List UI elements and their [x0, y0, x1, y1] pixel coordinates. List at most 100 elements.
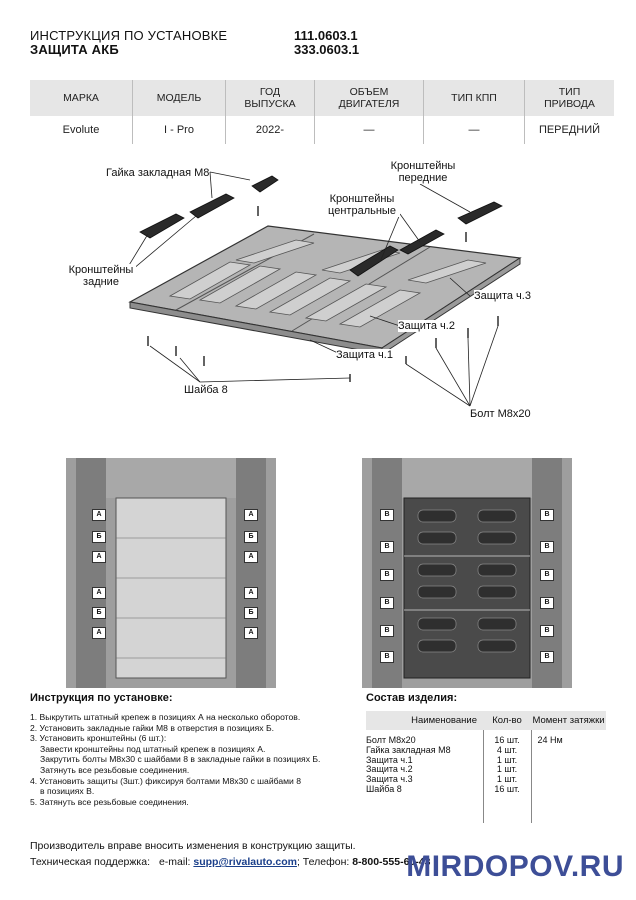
- marker-v: В: [380, 651, 394, 663]
- label-part1: Защита ч.1: [336, 349, 393, 361]
- instruction-step: 2. Установить закладные гайки М8 в отвер…: [30, 722, 275, 733]
- composition-qty: 16 шт.: [482, 784, 532, 795]
- composition-row: Гайка закладная М8 4 шт.: [366, 744, 606, 756]
- rear-bracket-right: [189, 193, 235, 219]
- label-part2: Защита ч.2: [398, 320, 455, 332]
- marker-v: В: [380, 625, 394, 637]
- composition-row: Защита ч.2 1 шт.: [366, 764, 606, 776]
- composition-table: Наименование Кол-во Момент затяжки Болт …: [366, 711, 606, 823]
- label-front-brackets: Кронштейны передние: [378, 160, 468, 184]
- marker-b: Б: [244, 531, 258, 543]
- spec-cell-year: 2022-: [225, 116, 315, 144]
- composition-row: [366, 730, 606, 736]
- exploded-assembly-diagram: [119, 171, 522, 407]
- marker-b: Б: [92, 531, 106, 543]
- support-phone: 8-800-555-60-43: [352, 856, 431, 868]
- marker-a: А: [244, 587, 258, 599]
- spec-cell-engine: —: [314, 116, 424, 144]
- front-bracket-left: [251, 175, 279, 193]
- spec-header-drive-text: ТИП ПРИВОДА: [544, 86, 595, 110]
- spec-cell-brand: Evolute: [62, 124, 100, 136]
- composition-name: Защита ч.1: [366, 754, 413, 765]
- chassis-view-right: [362, 458, 572, 688]
- spec-header-brand: МАРКА: [30, 80, 133, 116]
- product-code-2: 333.0603.1: [294, 42, 360, 57]
- spec-header-year-text: ГОД ВЫПУСКА: [244, 86, 296, 110]
- marker-v: В: [540, 541, 554, 553]
- phone-label: ; Телефон:: [296, 856, 350, 868]
- instruction-substep: Завести кронштейны под штатный крепеж в …: [40, 743, 266, 754]
- marker-a: А: [92, 509, 106, 521]
- marker-v: В: [540, 625, 554, 637]
- spec-header-drive: ТИП ПРИВОДА: [524, 80, 614, 116]
- marker-v: В: [540, 597, 554, 609]
- instructions-list: 1. Выкрутить штатный крепеж в позициях А…: [30, 712, 320, 807]
- marker-a: А: [92, 587, 106, 599]
- composition-row: Защита ч.3 1 шт.: [366, 774, 606, 785]
- doc-title-line2: ЗАЩИТА АКБ: [30, 42, 119, 57]
- spec-header-model: МОДЕЛЬ: [132, 80, 226, 116]
- email-label: e-mail:: [158, 856, 191, 868]
- product-code-1: 111.0603.1: [294, 28, 358, 43]
- instruction-step-continued: в позициях В.: [40, 786, 95, 797]
- support-label: Техническая поддержка:: [30, 856, 151, 868]
- marker-b: Б: [92, 607, 106, 619]
- composition-name: Защита ч.2: [366, 764, 413, 775]
- marker-a: А: [244, 551, 258, 563]
- composition-qty: 1 шт.: [482, 765, 532, 776]
- spec-cell-model: I - Pro: [132, 116, 226, 144]
- marker-a: А: [92, 551, 106, 563]
- marker-a: А: [244, 509, 258, 521]
- spec-row: Evolute I - Pro 2022- — — ПЕРЕДНИЙ: [30, 116, 614, 144]
- spec-cell-gearbox: —: [423, 116, 525, 144]
- instruction-step: 4. Установить защиты (3шт.) фиксируя бол…: [30, 775, 302, 786]
- doc-title-line1: ИНСТРУКЦИЯ ПО УСТАНОВКЕ: [30, 28, 228, 43]
- leader-lines: [119, 171, 499, 407]
- composition-torque: 24 Нм: [537, 735, 563, 745]
- label-bolt: Болт М8х20: [470, 408, 531, 420]
- footer-support: Техническая поддержка: e-mail: supp@riva…: [30, 856, 430, 868]
- spec-header-year: ГОД ВЫПУСКА: [225, 80, 315, 116]
- watermark: MIRDOPOV.RU: [406, 850, 624, 883]
- composition-header-torque: Момент затяжки: [531, 711, 606, 730]
- composition-row: Болт М8х20 16 шт. 24 Нм: [366, 735, 606, 746]
- label-center-brackets: Кронштейны центральные: [324, 193, 400, 217]
- center-bracket-left: [349, 245, 399, 277]
- label-nut-m8: Гайка закладная М8: [106, 167, 210, 179]
- composition-title: Состав изделия:: [366, 692, 458, 704]
- composition-qty: 1 шт.: [482, 755, 532, 766]
- instruction-step: 5. Затянуть все резьбовые соединения.: [30, 796, 189, 807]
- instruction-substep: Закрутить болты М8х30 с шайбами 8 в закл…: [40, 754, 321, 765]
- composition-row: Защита ч.1 1 шт.: [366, 754, 606, 766]
- composition-name: Гайка закладная М8: [366, 744, 451, 755]
- composition-qty: 16 шт.: [482, 735, 532, 746]
- marker-v: В: [540, 569, 554, 581]
- marker-a: А: [92, 627, 106, 639]
- spec-header-engine-text: ОБЪЕМ ДВИГАТЕЛЯ: [338, 86, 400, 110]
- composition-name: Защита ч.3: [366, 774, 413, 785]
- instruction-substep: Затянуть все резьбовые соединения.: [40, 764, 190, 775]
- footer-disclaimer: Производитель вправе вносить изменения в…: [30, 840, 356, 852]
- front-bracket-right: [457, 201, 503, 225]
- support-email-link[interactable]: supp@rivalauto.com: [193, 856, 297, 868]
- instructions-title: Инструкция по установке:: [30, 692, 173, 704]
- chassis-view-left: [66, 458, 276, 688]
- spec-header-engine: ОБЪЕМ ДВИГАТЕЛЯ: [314, 80, 424, 116]
- rear-bracket-left: [139, 213, 185, 239]
- marker-v: В: [540, 509, 554, 521]
- marker-v: В: [380, 569, 394, 581]
- spec-header-gearbox: ТИП КПП: [423, 80, 525, 116]
- label-rear-brackets: Кронштейны задние: [66, 264, 136, 288]
- composition-row: [366, 794, 606, 823]
- label-part3: Защита ч.3: [474, 290, 531, 302]
- composition-qty: 1 шт.: [482, 774, 532, 785]
- marker-v: В: [380, 509, 394, 521]
- vehicle-spec-table: МАРКА МОДЕЛЬ ГОД ВЫПУСКА ОБЪЕМ ДВИГАТЕЛЯ…: [30, 80, 614, 144]
- composition-name: Болт М8х20: [366, 735, 416, 745]
- marker-v: В: [540, 651, 554, 663]
- composition-header-qty: Кол-во: [483, 711, 531, 730]
- composition-qty: 4 шт.: [482, 745, 532, 756]
- composition-header-name: Наименование: [366, 711, 483, 730]
- marker-v: В: [380, 597, 394, 609]
